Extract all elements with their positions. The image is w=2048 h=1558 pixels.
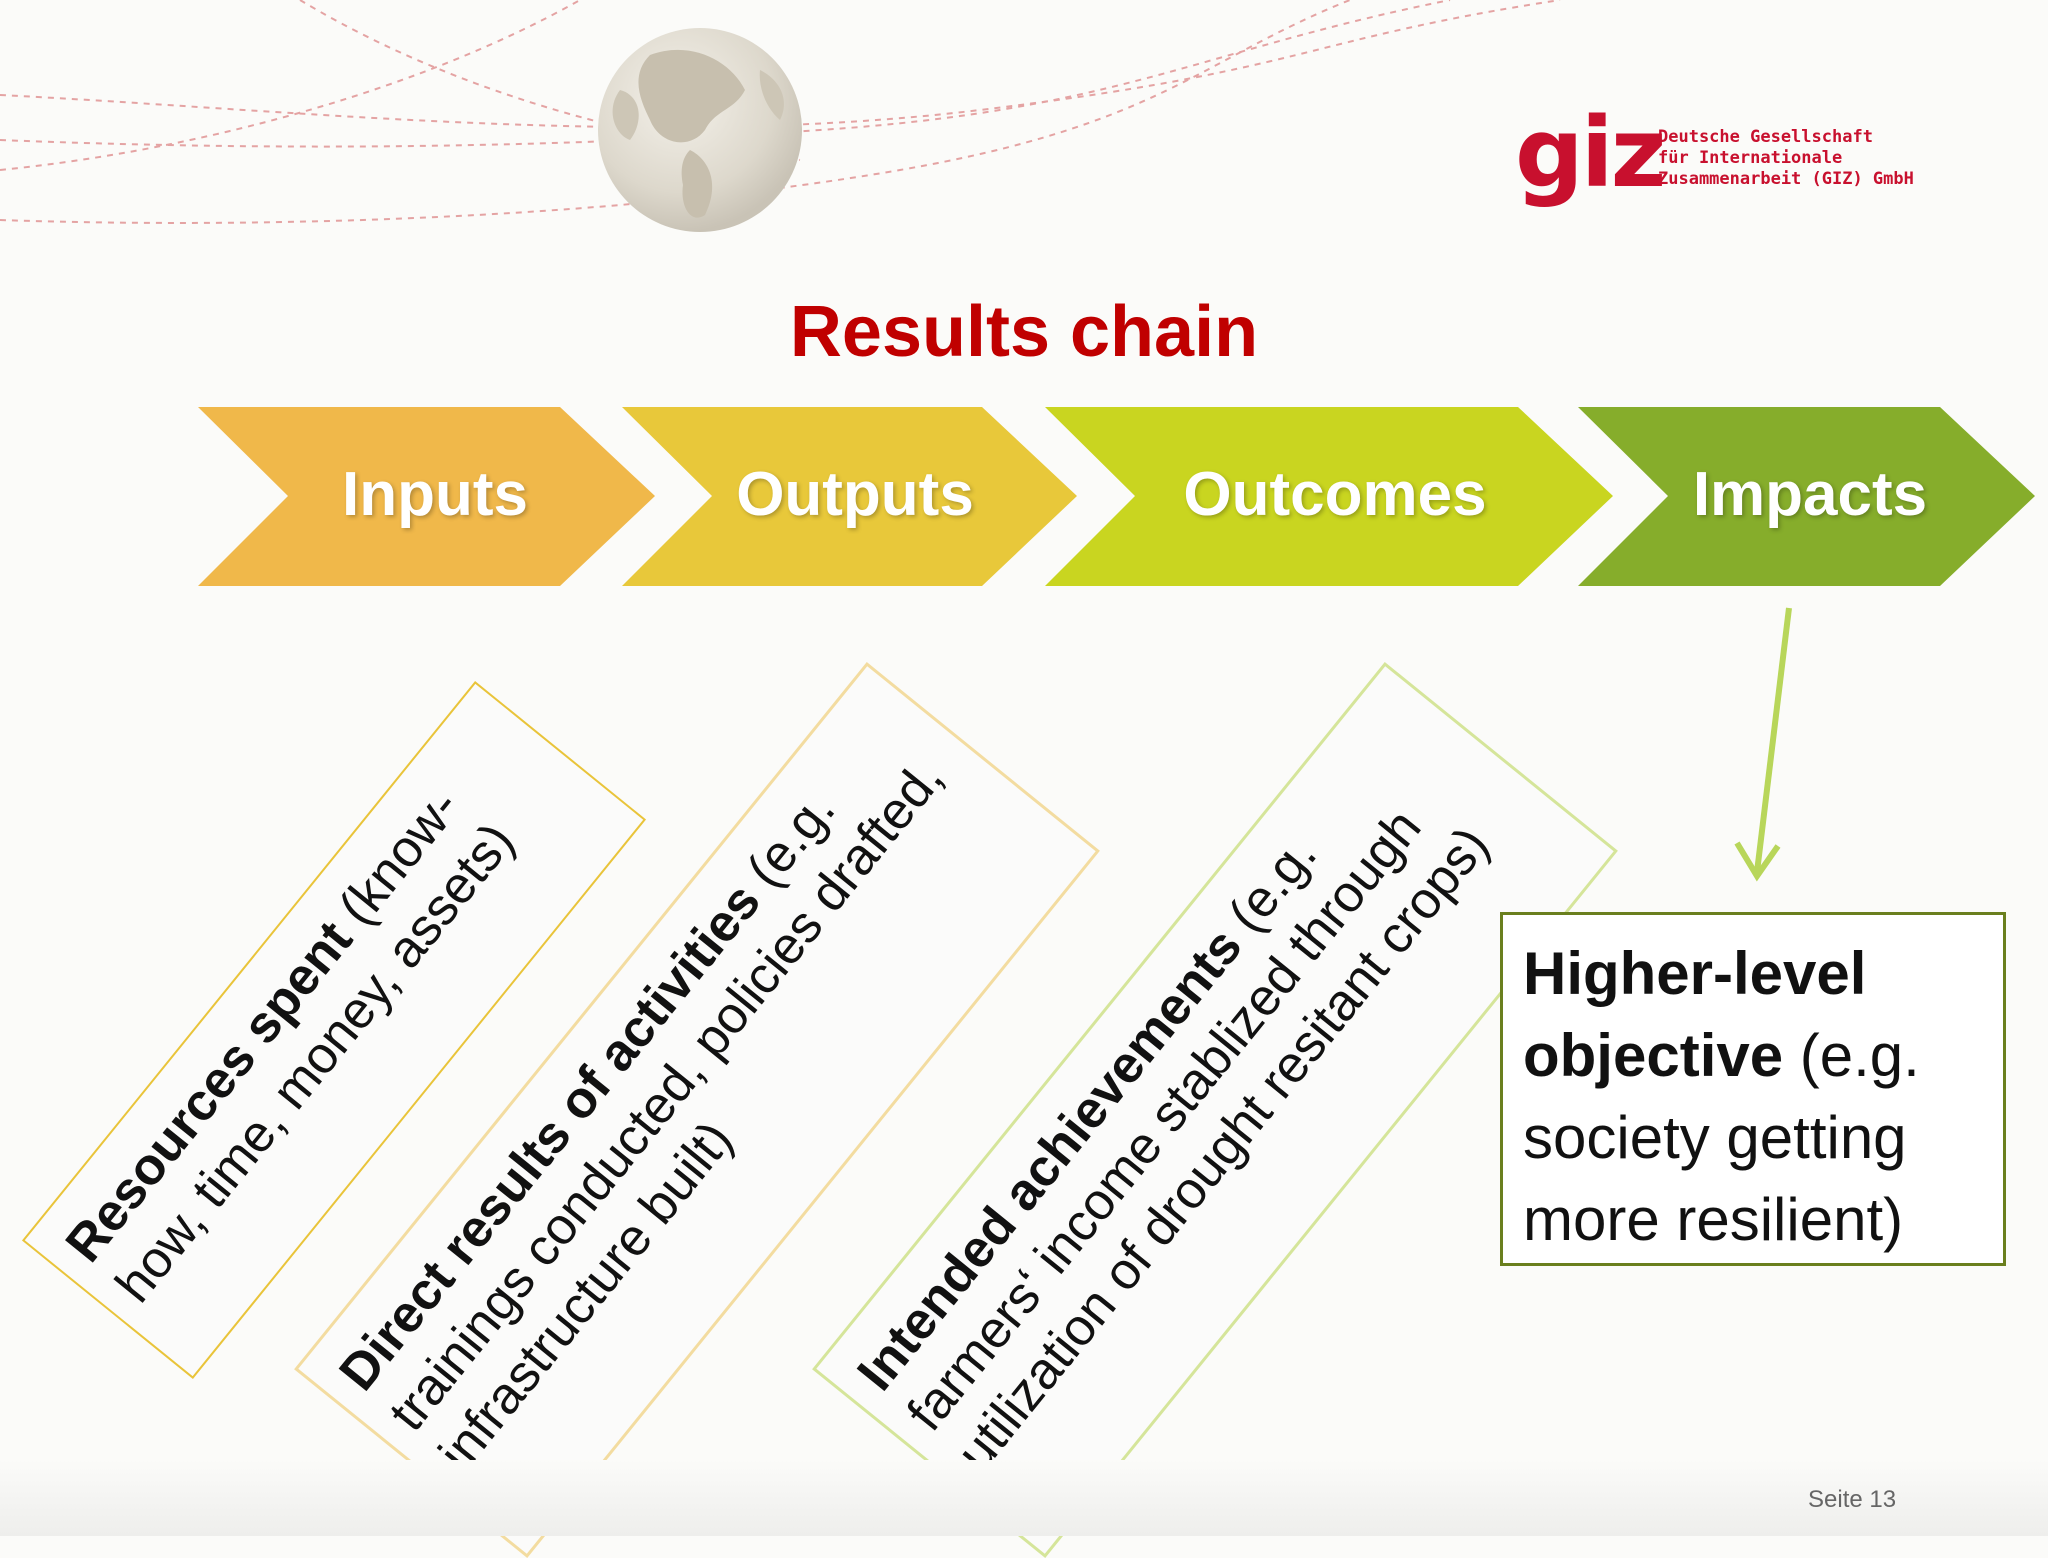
logo-line: Zusammenarbeit (GIZ) GmbH (1658, 169, 1914, 189)
logo-line: Deutsche Gesellschaft (1658, 127, 1873, 147)
impacts-description-box: Higher-level objective (e.g. society get… (1500, 912, 2006, 1266)
chevron-label-outputs: Outputs (736, 460, 974, 529)
chevron-impacts (1578, 407, 2035, 586)
logo-text: Deutsche Gesellschaft für Internationale… (1658, 127, 1914, 190)
slide-title: Results chain (789, 292, 1259, 372)
impacts-description-text: (e.g. society getting more resilient) (1523, 1022, 1920, 1253)
globe-icon (598, 28, 802, 232)
logo-line: für Internationale (1658, 148, 1843, 168)
impacts-description-bold: Higher-level objective (1523, 940, 1867, 1089)
chevron-label-inputs: Inputs (342, 460, 528, 529)
chevron-label-impacts: Impacts (1692, 460, 1928, 529)
chevron-outputs (622, 407, 1077, 586)
chevron-label-outcomes: Outcomes (1183, 460, 1487, 529)
page-number: Seite 13 (1808, 1486, 1897, 1513)
chevron-inputs (198, 407, 655, 586)
footer-bar (0, 1460, 2048, 1536)
giz-logo: giz (1515, 97, 1666, 209)
chevron-outcomes (1045, 407, 1613, 586)
down-arrow (1734, 607, 1792, 882)
